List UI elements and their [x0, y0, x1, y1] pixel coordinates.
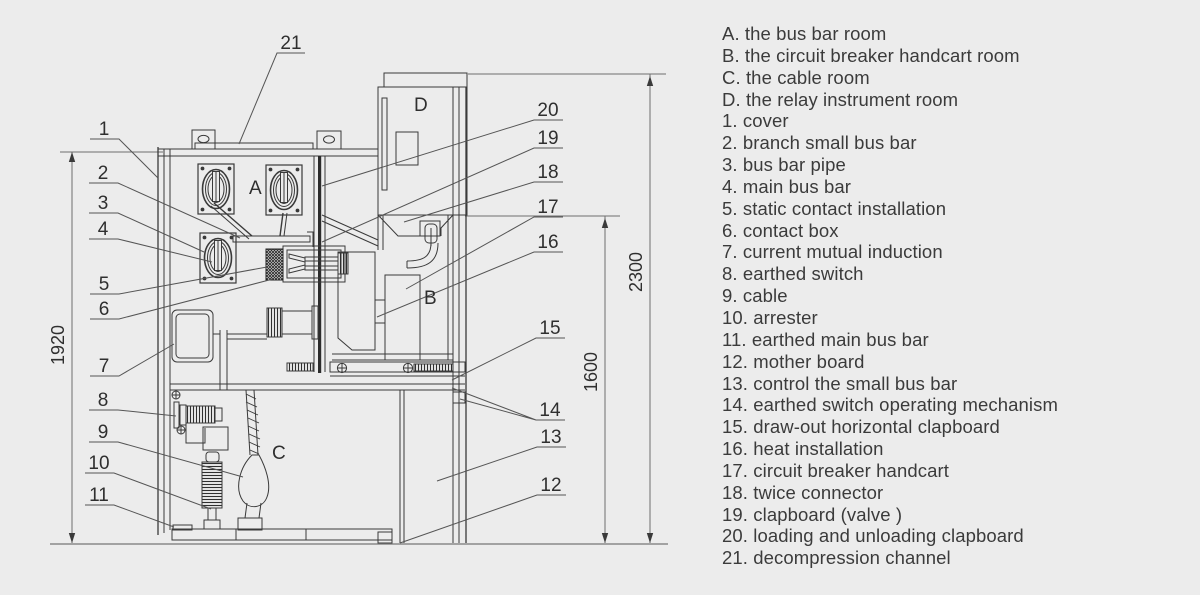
dimension-lines — [50, 73, 668, 545]
lifting-lug — [316, 130, 342, 150]
callout-16: 16 — [537, 232, 558, 253]
earthing-shaft — [286, 362, 314, 372]
legend-item: 14. earthed switch operating mechanism — [722, 394, 1058, 416]
cable-terminal — [238, 454, 270, 508]
room-label-B: B — [424, 288, 437, 309]
small-bus-strip — [232, 235, 311, 243]
legend-item: 4. main bus bar — [722, 175, 852, 197]
legend-item: 16. heat installation — [722, 438, 884, 460]
legend-item: 20. loading and unloading clapboard — [722, 525, 1024, 547]
callout-4: 4 — [98, 219, 109, 240]
static-contact — [265, 248, 284, 281]
callout-12: 12 — [540, 475, 561, 496]
legend-item: C. the cable room — [722, 66, 870, 88]
legend-item: 5. static contact installation — [722, 197, 947, 219]
decompression-channel-plate — [194, 142, 314, 150]
bus-bar-bushing — [265, 164, 303, 216]
bus-bar-bushing — [197, 163, 235, 215]
draw-out-horizontal-clapboard — [329, 361, 466, 373]
cabinet-shell — [157, 87, 467, 543]
cable — [237, 389, 270, 531]
loading-unloading-clapboard — [318, 156, 322, 373]
lower-static-contact — [266, 307, 283, 338]
legend-item: 15. draw-out horizontal clapboard — [722, 416, 1000, 438]
lower-rear-compartment — [171, 390, 466, 544]
callout-11: 11 — [89, 485, 109, 506]
legend-item: 3. bus bar pipe — [722, 154, 846, 176]
callout-20: 20 — [537, 100, 558, 121]
callout-21: 21 — [280, 33, 301, 54]
clapboard-bolt — [402, 362, 414, 374]
dimension-2300: 2300 — [626, 252, 646, 292]
callout-14: 14 — [539, 400, 561, 421]
clapboard-bolt — [336, 362, 348, 374]
earthed-switch-operating-mechanism — [452, 391, 466, 404]
room-label-A: A — [249, 178, 262, 199]
earthed-switch — [171, 390, 229, 451]
secondary-conduit — [406, 242, 439, 269]
callout-19: 19 — [537, 128, 558, 149]
legend-item: 8. earthed switch — [722, 263, 864, 285]
callout-leader-lines — [85, 52, 566, 544]
callout-2: 2 — [98, 163, 109, 184]
circuit-breaker-handcart — [337, 251, 376, 351]
current-transformer — [171, 309, 214, 363]
room-label-C: C — [272, 443, 286, 464]
callout-1: 1 — [99, 119, 110, 140]
legend-item: 1. cover — [722, 110, 789, 132]
lower-contact-assembly — [171, 305, 319, 390]
callout-18: 18 — [537, 162, 558, 183]
dimension-1920: 1920 — [48, 325, 68, 365]
callout-13: 13 — [540, 427, 561, 448]
legend-item: B. the circuit breaker handcart room — [722, 44, 1020, 66]
callout-10: 10 — [88, 453, 109, 474]
cable-room-C — [171, 389, 270, 531]
contact-arm — [304, 256, 339, 271]
legend-item: 17. circuit breaker handcart — [722, 459, 949, 481]
legend-item: 18. twice connector — [722, 481, 884, 503]
callout-9: 9 — [98, 422, 109, 443]
callout-5: 5 — [99, 274, 110, 295]
top-cover — [157, 148, 379, 157]
legend-item: 7. current mutual induction — [722, 241, 943, 263]
legend-item: 12. mother board — [722, 350, 865, 372]
callout-8: 8 — [98, 390, 109, 411]
legend-item: 9. cable — [722, 285, 788, 307]
room-label-D: D — [414, 95, 428, 116]
branch-small-bus-bar — [213, 202, 253, 237]
callout-numbers: 1 2 3 4 5 6 7 8 9 10 11 12 13 14 15 16 1… — [88, 33, 561, 506]
legend-item: 19. clapboard (valve ) — [722, 503, 903, 525]
legend-item: 21. decompression channel — [722, 547, 951, 569]
legend-item: 10. arrester — [722, 306, 818, 328]
legend-item: 6. contact box — [722, 219, 839, 241]
bottom-frame — [171, 528, 393, 541]
arrester — [201, 451, 223, 530]
callout-3: 3 — [98, 193, 109, 214]
legend-item: 11. earthed main bus bar — [722, 328, 929, 350]
legend-item: D. the relay instrument room — [722, 88, 959, 110]
earthed-main-bus-bar — [172, 524, 193, 531]
dimension-1600: 1600 — [581, 352, 601, 392]
dimension-arrows — [68, 76, 654, 543]
bus-bar-room-A — [197, 163, 349, 284]
callout-15: 15 — [539, 318, 560, 339]
relay-instrument-room-D — [321, 72, 468, 269]
legend-item: A. the bus bar room — [722, 23, 887, 44]
callout-7: 7 — [99, 356, 110, 377]
legend-item: 13. control the small bus bar — [722, 372, 958, 394]
lifting-lug — [191, 129, 216, 150]
callout-6: 6 — [99, 299, 110, 320]
twice-connector — [419, 220, 441, 237]
legend-item: 2. branch small bus bar — [722, 132, 917, 154]
callout-17: 17 — [537, 197, 558, 218]
